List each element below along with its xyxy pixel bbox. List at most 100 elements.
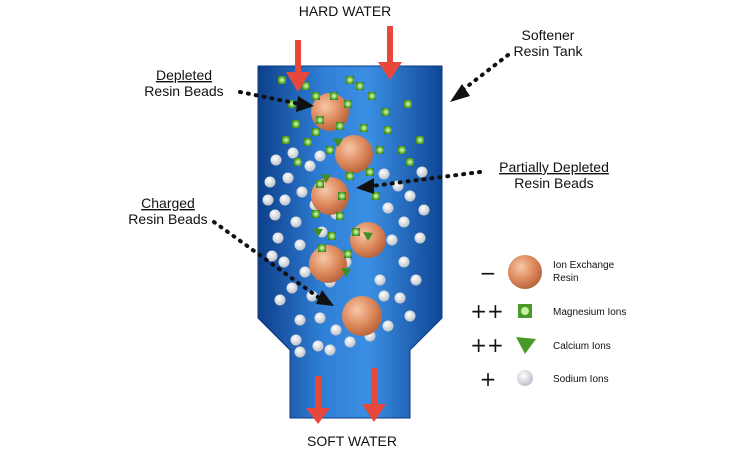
partial-pointer-head bbox=[356, 178, 374, 194]
magnesium-ion-square bbox=[346, 76, 354, 84]
magnesium-ion-square bbox=[312, 128, 320, 136]
charged-label-line1: Charged bbox=[141, 195, 195, 211]
sodium-ion bbox=[330, 324, 342, 336]
legend-item-calcium: ++ Calcium Ions bbox=[470, 333, 611, 357]
legend-item-magnesium: ++ Magnesium Ions bbox=[470, 299, 626, 323]
magnesium-ion bbox=[316, 116, 324, 124]
magnesium-ion bbox=[372, 192, 380, 200]
magnesium-ion-square bbox=[292, 120, 300, 128]
sodium-ion bbox=[344, 336, 356, 348]
magnesium-ion bbox=[404, 100, 412, 108]
tank-pointer-head bbox=[450, 84, 470, 102]
sodium-ion bbox=[304, 160, 316, 172]
partial-label-line1: Partially Depleted bbox=[499, 159, 609, 175]
partial-pointer bbox=[370, 170, 482, 188]
legend-item-resin: − Ion Exchange Resin bbox=[480, 255, 615, 289]
legend: − Ion Exchange Resin ++ Magnesium Ions +… bbox=[470, 255, 626, 391]
magnesium-ion bbox=[336, 212, 344, 220]
sodium-ion-icon bbox=[517, 370, 533, 386]
sodium-ion bbox=[269, 209, 281, 221]
sodium-ion bbox=[262, 194, 274, 206]
sodium-ion bbox=[324, 344, 336, 356]
calcium-ion bbox=[333, 138, 343, 147]
sodium-ion bbox=[282, 172, 294, 184]
magnesium-ion bbox=[336, 122, 344, 130]
magnesium-ion-square bbox=[344, 100, 352, 108]
magnesium-ion-square bbox=[316, 180, 324, 188]
negative-charge-symbol: − bbox=[480, 261, 497, 285]
legend-magnesium-label: Magnesium Ions bbox=[553, 307, 626, 318]
resin-bead bbox=[335, 135, 373, 173]
magnesium-ion bbox=[356, 82, 364, 90]
magnesium-ion bbox=[316, 180, 324, 188]
inlet-arrow-left bbox=[286, 40, 310, 92]
magnesium-ion bbox=[368, 92, 376, 100]
sodium-ion bbox=[290, 216, 302, 228]
magnesium-ion-square bbox=[316, 116, 324, 124]
magnesium-ion-square bbox=[416, 136, 424, 144]
tank-label-line2: Resin Tank bbox=[513, 43, 583, 59]
magnesium-ion bbox=[360, 124, 368, 132]
sodium-ion bbox=[306, 290, 318, 302]
magnesium-ion bbox=[278, 76, 286, 84]
magnesium-ion-square bbox=[398, 146, 406, 154]
magnesium-ion bbox=[312, 128, 320, 136]
sodium-ion bbox=[312, 340, 324, 352]
sodium-ion bbox=[272, 232, 284, 244]
sodium-ion bbox=[266, 250, 278, 262]
sodium-ion bbox=[287, 147, 299, 159]
sodium-ion bbox=[278, 256, 290, 268]
sodium-ion bbox=[299, 266, 311, 278]
magnesium-ion-square bbox=[336, 122, 344, 130]
magnesium-ion-square bbox=[356, 82, 364, 90]
magnesium-ion bbox=[338, 192, 346, 200]
depleted-pointer bbox=[238, 90, 302, 106]
legend-calcium-label: Calcium Ions bbox=[553, 341, 611, 352]
calcium-ion bbox=[313, 228, 323, 237]
magnesium-ion bbox=[292, 120, 300, 128]
magnesium-ion bbox=[326, 146, 334, 154]
legend-resin-label-line2: Resin bbox=[553, 273, 579, 284]
sodium-ion bbox=[290, 334, 302, 346]
magnesium-ion bbox=[352, 228, 360, 236]
magnesium-ion bbox=[302, 82, 310, 90]
resin-tank bbox=[257, 65, 443, 419]
sodium-ion bbox=[279, 194, 291, 206]
magnesium-ion bbox=[376, 146, 384, 154]
sodium-ion bbox=[382, 202, 394, 214]
sodium-ion bbox=[404, 190, 416, 202]
sodium-ion bbox=[296, 186, 308, 198]
magnesium-ion bbox=[384, 126, 392, 134]
magnesium-ion-square bbox=[376, 146, 384, 154]
magnesium-ion-icon-core bbox=[521, 307, 529, 315]
magnesium-ions bbox=[278, 76, 424, 258]
magnesium-ion-square bbox=[344, 250, 352, 258]
legend-sodium-label: Sodium Ions bbox=[553, 374, 609, 385]
magnesium-ion bbox=[318, 244, 326, 252]
sodium-ion bbox=[382, 320, 394, 332]
calcium-ion-icon bbox=[516, 337, 536, 354]
magnesium-ion-square bbox=[382, 108, 390, 116]
charged-pointer-head bbox=[316, 290, 334, 306]
magnesium-ion-square bbox=[384, 126, 392, 134]
magnesium-ion-square bbox=[312, 92, 320, 100]
magnesium-charge-symbol: ++ bbox=[470, 299, 504, 323]
magnesium-ion-square bbox=[404, 100, 412, 108]
sodium-ion bbox=[294, 346, 306, 358]
magnesium-ion bbox=[346, 172, 354, 180]
magnesium-ion bbox=[294, 158, 302, 166]
magnesium-ion bbox=[366, 168, 374, 176]
partial-label-line2: Resin Beads bbox=[514, 175, 593, 191]
magnesium-ion-square bbox=[406, 158, 414, 166]
sodium-ion bbox=[378, 290, 390, 302]
sodium-ion bbox=[286, 282, 298, 294]
tank-pointer bbox=[458, 53, 510, 94]
magnesium-ion-square bbox=[312, 210, 320, 218]
calcium-ion bbox=[363, 232, 373, 241]
magnesium-ion-square bbox=[278, 76, 286, 84]
sodium-ion bbox=[416, 166, 428, 178]
sodium-ion bbox=[394, 292, 406, 304]
resin-bead bbox=[309, 245, 347, 283]
hard-water-label: HARD WATER bbox=[299, 3, 392, 19]
